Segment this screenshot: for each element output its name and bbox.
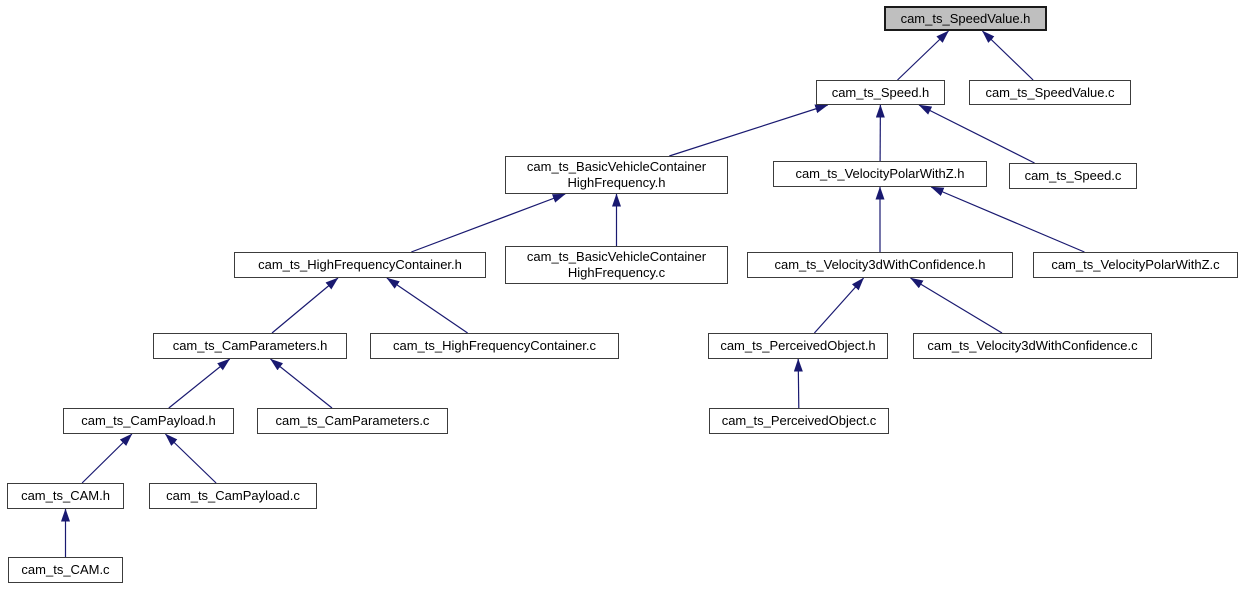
graph-node-campayload_c[interactable]: cam_ts_CamPayload.c: [149, 483, 317, 509]
graph-node-label: cam_ts_HighFrequencyContainer.c: [392, 338, 597, 353]
graph-node-label: cam_ts_VelocityPolarWithZ.c: [1051, 257, 1220, 272]
graph-node-camparams_h[interactable]: cam_ts_CamParameters.h: [153, 333, 347, 359]
graph-node-label: cam_ts_CAM.h: [21, 488, 110, 503]
edge-camparams_h-to-hfc_h: [271, 277, 339, 334]
graph-node-v3dwc_c[interactable]: cam_ts_Velocity3dWithConfidence.c: [913, 333, 1152, 359]
graph-node-label: cam_ts_SpeedValue.h: [900, 10, 1031, 26]
edge-bvchf_h-to-speed_h: [669, 104, 829, 157]
graph-node-label: cam_ts_CamPayload.h: [81, 413, 216, 428]
graph-node-cam_h[interactable]: cam_ts_CAM.h: [7, 483, 124, 509]
edge-hfc_c-to-hfc_h: [386, 277, 468, 334]
graph-node-label: cam_ts_BasicVehicleContainer HighFrequen…: [526, 249, 707, 280]
edge-po_c-to-po_h: [793, 358, 803, 409]
graph-node-label: cam_ts_Velocity3dWithConfidence.h: [774, 257, 986, 272]
graph-node-label: cam_ts_CamPayload.c: [166, 488, 300, 503]
graph-node-bvchf_c[interactable]: cam_ts_BasicVehicleContainer HighFrequen…: [505, 246, 728, 284]
graph-node-hfc_c[interactable]: cam_ts_HighFrequencyContainer.c: [370, 333, 619, 359]
edge-camparams_c-to-camparams_h: [270, 358, 333, 409]
graph-node-campayload_h[interactable]: cam_ts_CamPayload.h: [63, 408, 234, 434]
edge-hfc_h-to-bvchf_h: [411, 193, 566, 253]
edge-speed_h-to-speedvalue_h: [897, 30, 949, 81]
graph-node-speed_h[interactable]: cam_ts_Speed.h: [816, 80, 945, 105]
graph-node-bvchf_h[interactable]: cam_ts_BasicVehicleContainer HighFrequen…: [505, 156, 728, 194]
edge-po_h-to-v3dwc_h: [813, 277, 865, 334]
graph-node-speed_c[interactable]: cam_ts_Speed.c: [1009, 163, 1137, 189]
edge-vpwz_c-to-vpwz_h: [930, 186, 1085, 253]
graph-node-label: cam_ts_HighFrequencyContainer.h: [258, 257, 462, 272]
edge-cam_h-to-campayload_h: [81, 433, 133, 484]
graph-node-speedvalue_h[interactable]: cam_ts_SpeedValue.h: [884, 6, 1047, 31]
graph-node-label: cam_ts_PerceivedObject.c: [721, 413, 877, 428]
edge-speedvalue_c-to-speedvalue_h: [981, 30, 1034, 81]
edge-v3dwc_c-to-v3dwc_h: [910, 277, 1003, 334]
graph-node-label: cam_ts_CamParameters.h: [172, 338, 328, 353]
graph-node-speedvalue_c[interactable]: cam_ts_SpeedValue.c: [969, 80, 1131, 105]
edge-campayload_c-to-campayload_h: [164, 433, 217, 484]
graph-node-label: cam_ts_Velocity3dWithConfidence.c: [927, 338, 1138, 353]
graph-node-vpwz_c[interactable]: cam_ts_VelocityPolarWithZ.c: [1033, 252, 1238, 278]
graph-node-hfc_h[interactable]: cam_ts_HighFrequencyContainer.h: [234, 252, 486, 278]
graph-node-label: cam_ts_PerceivedObject.h: [720, 338, 876, 353]
graph-node-label: cam_ts_VelocityPolarWithZ.h: [795, 166, 965, 181]
edge-speed_c-to-speed_h: [918, 104, 1035, 164]
graph-node-camparams_c[interactable]: cam_ts_CamParameters.c: [257, 408, 448, 434]
graph-node-v3dwc_h[interactable]: cam_ts_Velocity3dWithConfidence.h: [747, 252, 1013, 278]
graph-node-vpwz_h[interactable]: cam_ts_VelocityPolarWithZ.h: [773, 161, 987, 187]
graph-node-label: cam_ts_Speed.h: [831, 84, 930, 100]
graph-node-po_c[interactable]: cam_ts_PerceivedObject.c: [709, 408, 889, 434]
graph-node-label: cam_ts_Speed.c: [1024, 168, 1122, 183]
graph-node-cam_c[interactable]: cam_ts_CAM.c: [8, 557, 123, 583]
edge-campayload_h-to-camparams_h: [168, 358, 231, 409]
graph-node-label: cam_ts_CAM.c: [21, 562, 110, 577]
graph-node-label: cam_ts_CamParameters.c: [275, 413, 430, 428]
graph-node-po_h[interactable]: cam_ts_PerceivedObject.h: [708, 333, 888, 359]
graph-node-label: cam_ts_BasicVehicleContainer HighFrequen…: [526, 159, 707, 190]
graph-node-label: cam_ts_SpeedValue.c: [985, 84, 1115, 100]
